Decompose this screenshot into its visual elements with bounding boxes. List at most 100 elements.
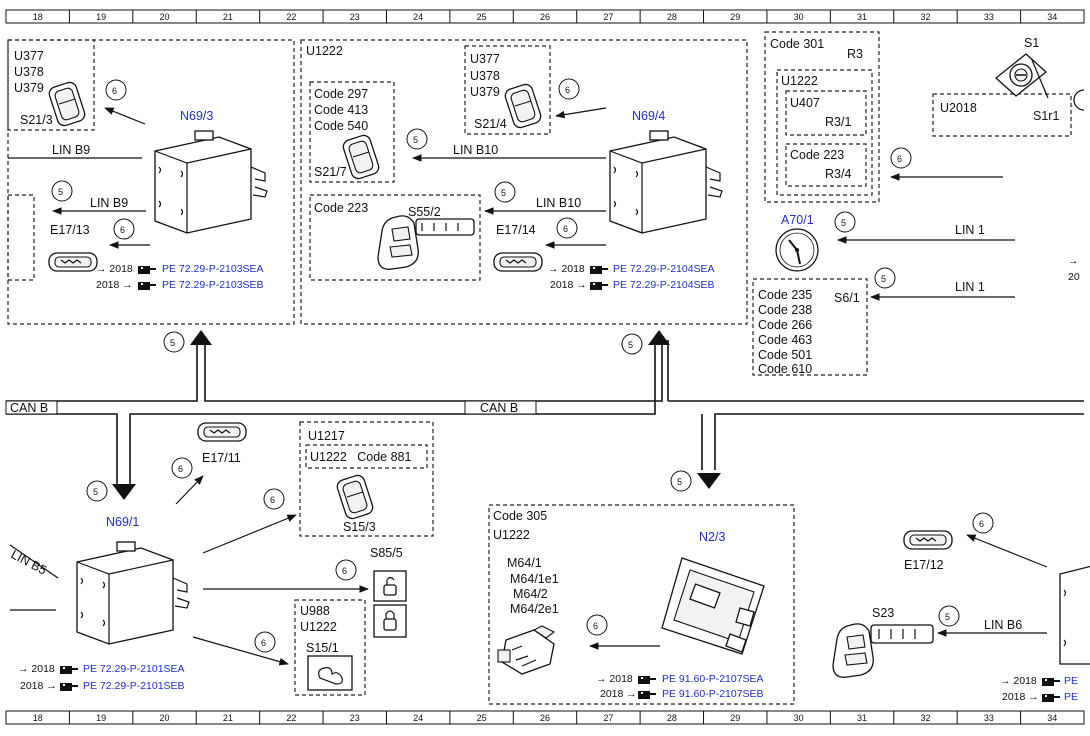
marker-5: 5 [163, 331, 185, 353]
marker-5: 5 [86, 480, 108, 502]
ruler-number: 28 [667, 12, 677, 22]
component-label-s21-4: S21/4 [474, 117, 507, 131]
marker-6: 6 [972, 512, 994, 534]
n69-4-group-box [300, 39, 748, 325]
hand-pointer-icon [60, 666, 78, 674]
code-label: Code 223 [790, 148, 844, 162]
component-label-m64: M64/2 [513, 587, 548, 601]
ruler-top [5, 9, 1085, 24]
ruler-number: 31 [857, 713, 867, 723]
svg-text:5: 5 [93, 487, 98, 497]
svg-text:PE 72.29-P-2101SEA: PE 72.29-P-2101SEA [83, 663, 185, 675]
marker-6: 6 [105, 79, 127, 101]
svg-text:6: 6 [261, 638, 266, 648]
code-label: Code 238 [758, 303, 812, 317]
svg-text:5: 5 [413, 135, 418, 145]
code-label: U1217 [308, 429, 345, 443]
svg-text:PE: PE [1064, 691, 1078, 703]
reference-n69-4: → 2018 PE 72.29-P-2104SEA 2018 → PE 72.2… [548, 263, 715, 291]
hand-pointer-icon [1042, 678, 1060, 686]
marker-6: 6 [556, 217, 578, 239]
svg-text:6: 6 [112, 86, 117, 96]
code-label: U1222 [781, 74, 818, 88]
svg-text:2018 →: 2018 → [550, 279, 587, 291]
ruler-number: 21 [223, 713, 233, 723]
svg-text:→ 2018: → 2018 [596, 673, 633, 685]
svg-text:6: 6 [897, 154, 902, 164]
marker-6: 6 [335, 559, 357, 581]
ruler-number: 21 [223, 12, 233, 22]
s6-1-box [752, 278, 868, 376]
component-label-r3-1: R3/1 [825, 115, 851, 129]
svg-text:→ 2018: → 2018 [96, 263, 133, 275]
component-label-r3: R3 [847, 47, 863, 61]
ambient-light-icon [48, 252, 98, 272]
hand-pointer-icon [590, 266, 608, 274]
svg-text:PE: PE [1064, 675, 1078, 687]
code-label: Code 501 [758, 348, 812, 362]
component-label-s21-7: S21/7 [314, 165, 347, 179]
r3-4-box [785, 143, 867, 187]
component-label-e17-12: E17/12 [904, 558, 944, 572]
svg-text:2018 →: 2018 → [96, 279, 133, 291]
code-label: U988 [300, 604, 330, 618]
ruler-number: 29 [730, 713, 740, 723]
code-label: Code 235 [758, 288, 812, 302]
hand-pointer-icon [638, 676, 656, 684]
wire-label-lin-b9-mid: LIN B9 [90, 196, 128, 210]
marker-6: 6 [890, 147, 912, 169]
window-switch-icon [334, 473, 376, 521]
r3-box [764, 31, 880, 203]
code-label: U1222 [306, 44, 343, 58]
code-label: Code 463 [758, 333, 812, 347]
component-label-s1r1: S1r1 [1033, 109, 1059, 123]
control-unit-icon [661, 557, 765, 655]
component-label-e17-13: E17/13 [50, 223, 90, 237]
marker-5: 5 [938, 605, 960, 627]
ruler-number: 32 [920, 713, 930, 723]
ruler-number: 20 [160, 12, 170, 22]
component-label-m64: M64/1e1 [510, 572, 559, 586]
svg-text:6: 6 [563, 224, 568, 234]
hand-pointer-icon [590, 282, 608, 290]
can-b-label-center: CAN B [480, 401, 518, 415]
wire-label-lin-b5: LIN B5 [9, 547, 49, 577]
ruler-number: 30 [794, 713, 804, 723]
component-label-s55-2: S55/2 [408, 205, 441, 219]
code-label: U378 [470, 69, 500, 83]
clock-icon [775, 228, 819, 272]
ruler-number: 22 [286, 713, 296, 723]
ruler-number: 31 [857, 12, 867, 22]
code-label: Code 301 [770, 37, 824, 51]
component-label-s15-1: S15/1 [306, 641, 339, 655]
component-label-s21-3: S21/3 [20, 113, 53, 127]
hand-pointer-icon [1042, 694, 1060, 702]
motor-connector-icon [497, 625, 556, 675]
reference-n2-3: → 2018 PE 91.60-P-2107SEA 2018 → PE 91.6… [596, 673, 764, 700]
seat-switch-icon [832, 623, 934, 678]
component-label-r3-4: R3/4 [825, 167, 851, 181]
ambient-light-icon [903, 530, 953, 550]
component-label-n69-1: N69/1 [106, 515, 139, 529]
u988-box [294, 599, 366, 696]
marker-6: 6 [263, 488, 285, 510]
code-label: U379 [14, 81, 44, 95]
socket-icon [1073, 89, 1085, 111]
code-label: Code 305 [493, 509, 547, 523]
ruler-number: 24 [413, 12, 423, 22]
code-label: Code 540 [314, 119, 368, 133]
code-label: Code 413 [314, 103, 368, 117]
wire-label-lin-b6: LIN B6 [984, 618, 1022, 632]
ruler-number: 22 [286, 12, 296, 22]
ruler-number: 32 [920, 12, 930, 22]
marker-5: 5 [621, 333, 643, 355]
wire-label-lin-b10-top: LIN B10 [453, 143, 498, 157]
ruler-number: 34 [1047, 713, 1057, 723]
svg-text:5: 5 [945, 612, 950, 622]
svg-text:5: 5 [170, 338, 175, 348]
u2018-box [932, 93, 1072, 137]
key-switch-icon [994, 53, 1049, 99]
component-label-n69-3: N69/3 [180, 109, 213, 123]
component-label-n69-4: N69/4 [632, 109, 665, 123]
